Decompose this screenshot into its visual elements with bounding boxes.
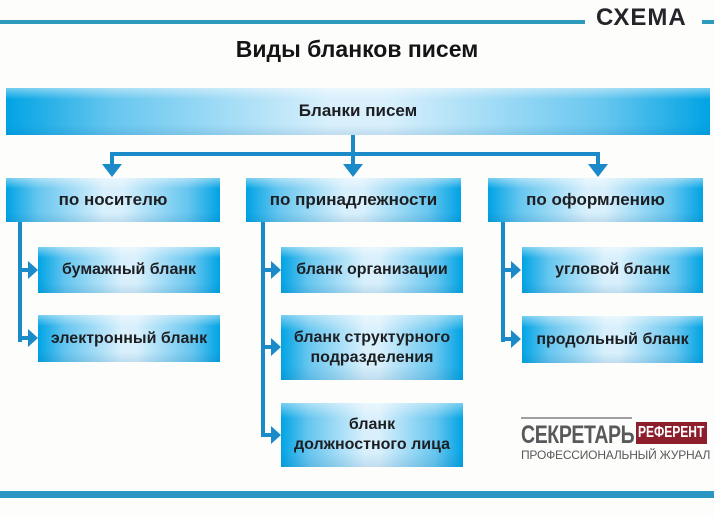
node-official-form: бланк должностного лица [281,403,463,467]
connector-col3-vertical [501,222,505,342]
footer-bar [0,491,714,498]
connector-col2-vertical [261,222,265,437]
page-title: Виды бланков писем [235,36,479,62]
connector-stub [20,336,30,340]
header-rule-right [702,20,714,24]
connector-stub [263,268,273,272]
node-paper-form: бумажный бланк [38,247,220,293]
connector-left-stub [110,152,114,166]
connector-horizontal-line [110,152,600,156]
arrow-right-icon [271,261,281,279]
connector-stub [503,337,513,341]
connector-right-stub [596,152,600,166]
node-root: Бланки писем [6,88,710,135]
logo-overline [521,417,632,419]
connector-stub [263,345,273,349]
arrow-right-icon [271,338,281,356]
connector-col1-vertical [18,222,22,342]
arrow-right-icon [511,330,521,348]
connector-stub [20,268,30,272]
logo-name: СЕКРЕТАРЬ [521,421,635,449]
header-rule-left [0,20,585,24]
arrow-right-icon [511,261,521,279]
node-by-affiliation: по принадлежности [246,178,461,222]
node-by-layout: по оформлению [488,178,703,222]
node-organization-form: бланк организации [281,247,463,293]
arrow-right-icon [28,329,38,347]
node-electronic-form: электронный бланк [38,315,220,362]
arrow-right-icon [28,261,38,279]
arrow-down-icon [588,164,608,177]
connector-root-stem [351,135,355,166]
logo-badge-label: РЕФЕРЕНТ [638,424,705,441]
arrow-down-icon [343,164,363,177]
node-longitudinal-form: продольный бланк [522,316,703,363]
scheme-label: СХЕМА [596,4,687,31]
connector-stub [263,433,273,437]
arrow-down-icon [102,164,122,177]
arrow-right-icon [271,426,281,444]
node-angular-form: угловой бланк [522,247,703,293]
node-by-carrier: по носителю [6,178,220,222]
logo-tagline: ПРОФЕССИОНАЛЬНЫЙ ЖУРНАЛ [521,448,711,462]
connector-stub [503,268,513,272]
node-structural-unit-form: бланк структурного подразделения [281,315,463,380]
logo-badge: РЕФЕРЕНТ [636,422,707,444]
